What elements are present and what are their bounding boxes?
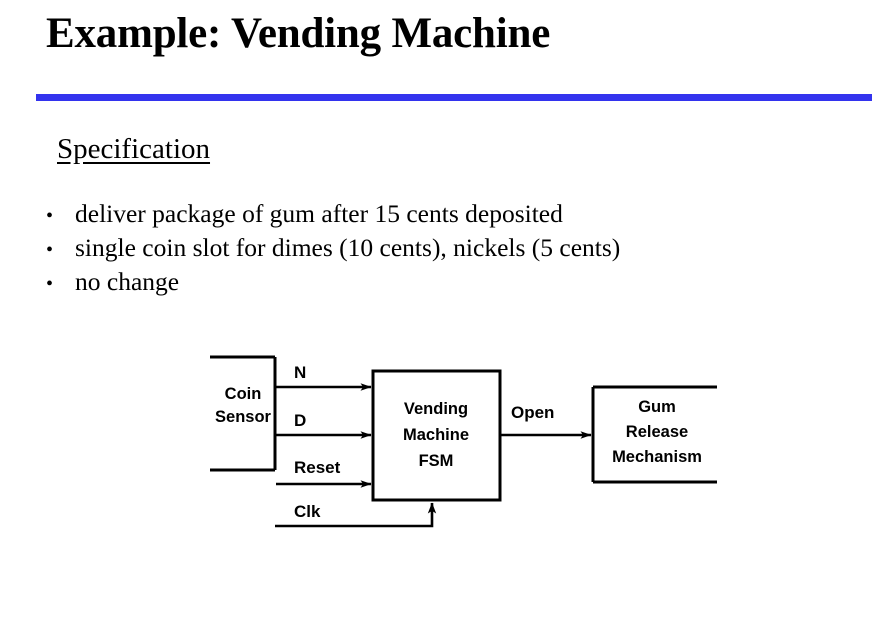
fsm-box-border <box>371 369 502 502</box>
nickel-label: N <box>294 363 306 382</box>
gum-release-label-line1: Gum <box>638 398 676 416</box>
gum-release-label-line2: Release <box>626 423 688 441</box>
title-accent-rule <box>36 94 872 101</box>
gum-release-label-line3: Mechanism <box>612 448 702 466</box>
list-item: • deliver package of gum after 15 cents … <box>46 198 846 232</box>
fsm-label-line1: Vending <box>404 400 468 418</box>
section-heading-specification: Specification <box>57 133 211 165</box>
clock-label: Clk <box>294 502 321 521</box>
block-vending-machine-fsm: Vending Machine FSM <box>371 369 502 502</box>
list-item-label: no change <box>75 267 180 296</box>
fsm-label-line2: Machine <box>403 426 469 444</box>
block-coin-sensor: Coin Sensor <box>210 355 277 472</box>
signal-reset: Reset <box>276 458 372 488</box>
coin-sensor-label-line1: Coin <box>225 385 262 403</box>
page-title: Example: Vending Machine <box>46 10 551 57</box>
bullet-marker-icon: • <box>46 239 54 261</box>
specification-bullet-list: • deliver package of gum after 15 cents … <box>46 198 846 300</box>
signal-clock: Clk <box>275 502 437 528</box>
signal-dime: D <box>275 411 372 439</box>
bullet-marker-icon: • <box>46 205 54 227</box>
list-item: • no change <box>46 266 846 300</box>
reset-label: Reset <box>294 458 341 477</box>
fsm-label-line3: FSM <box>419 452 454 470</box>
block-gum-release-mechanism: Gum Release Mechanism <box>591 385 717 484</box>
open-label: Open <box>511 403 554 422</box>
dime-label: D <box>294 411 306 430</box>
signal-nickel: N <box>275 363 372 391</box>
clock-arrow <box>275 502 437 528</box>
bullet-marker-icon: • <box>46 273 54 295</box>
list-item-label: deliver package of gum after 15 cents de… <box>75 199 563 228</box>
signal-open: Open <box>500 403 592 439</box>
coin-sensor-label-line2: Sensor <box>215 408 272 426</box>
list-item: • single coin slot for dimes (10 cents),… <box>46 232 846 266</box>
list-item-label: single coin slot for dimes (10 cents), n… <box>75 233 621 262</box>
